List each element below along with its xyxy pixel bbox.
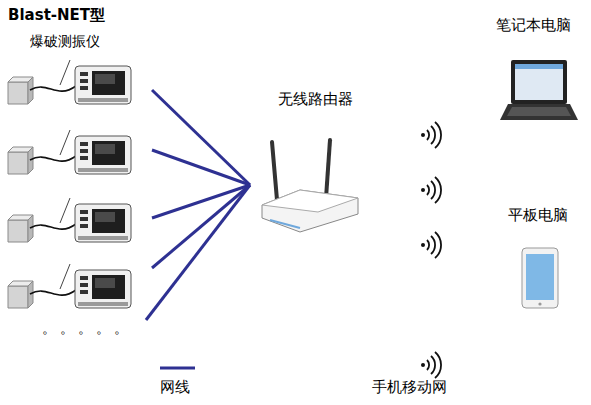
- device-label: 平板电脑: [508, 206, 568, 225]
- wireless-signal: [421, 352, 441, 378]
- router-icon: [262, 140, 358, 232]
- wireless-signal: [421, 177, 441, 203]
- text-label: Blast-NET型: [8, 6, 105, 25]
- wireless-signal: [421, 232, 441, 258]
- text-label: 爆破测振仪: [30, 33, 100, 51]
- network-cable: [146, 90, 250, 320]
- text-label: 。。。。。: [42, 320, 132, 338]
- device-node: 平板电脑: [504, 204, 584, 310]
- device-label: 笔记本电脑: [496, 16, 571, 35]
- vibration-meter: [8, 130, 131, 174]
- vibration-meter: [8, 60, 131, 104]
- legend-swatch: [160, 367, 195, 370]
- device-node: 无线路由器: [262, 88, 372, 234]
- vibration-meter: [8, 198, 131, 242]
- legend-label: 网线: [160, 378, 190, 397]
- tablet-icon: [522, 248, 558, 308]
- device-node: 笔记本电脑: [494, 14, 590, 122]
- laptop-icon: [500, 60, 578, 120]
- vibration-meter: [8, 264, 131, 308]
- wireless-signal: [421, 122, 441, 148]
- text-label: 手机移动网: [372, 378, 447, 397]
- device-label: 无线路由器: [278, 90, 353, 109]
